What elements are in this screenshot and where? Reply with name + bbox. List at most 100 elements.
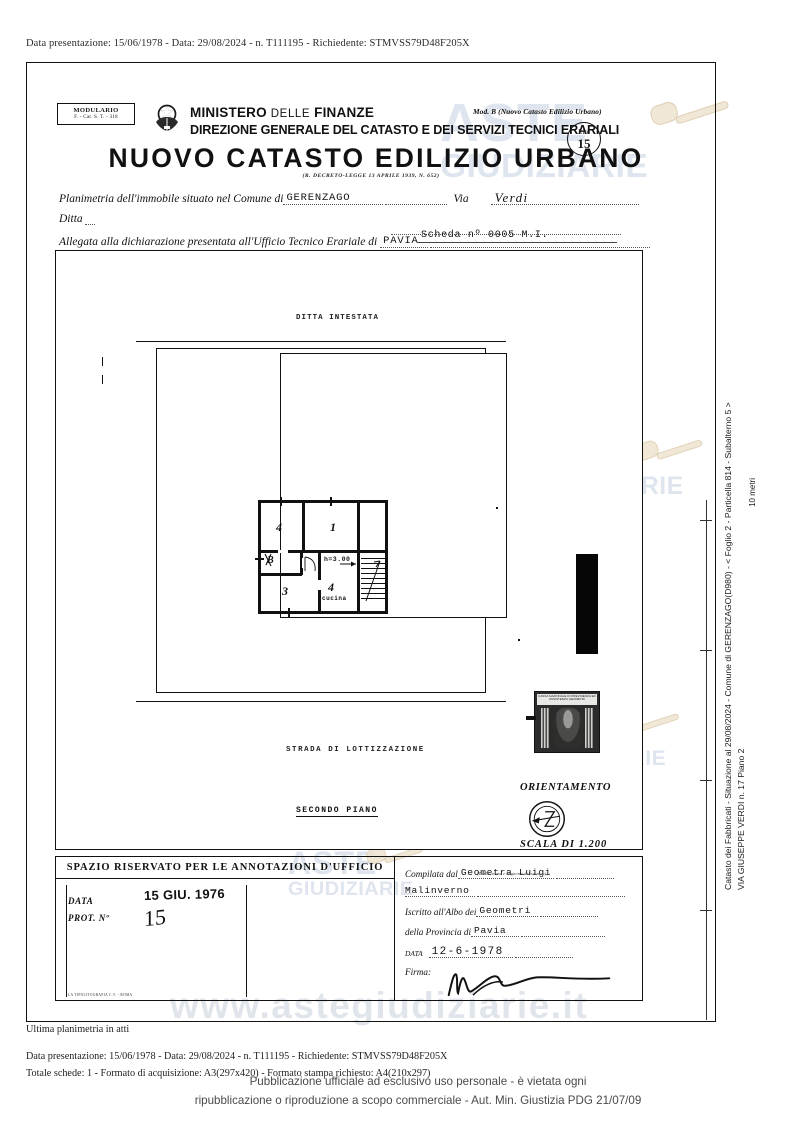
scheda-number: Scheda nº 0005 M.I. (417, 230, 617, 243)
mod-b-label: Mod. B (Nuovo Catasto Edilizio Urbano) (473, 107, 602, 116)
orientamento-label: ORIENTAMENTO (520, 782, 612, 793)
geometri-seal-stamp: CASSA NAZIONALE DI PREVIDENZA ED ASSISTE… (534, 691, 600, 753)
door-gap-3 (278, 550, 288, 553)
piano-label: SECONDO PIANO (296, 806, 378, 817)
ministry-title: MINISTERO DELLE FINANZE (190, 105, 619, 120)
footer-block: Ultima planimetria in atti Data presenta… (26, 1021, 447, 1082)
compiled-row-3: Iscritto all'Albo dei Geometri (405, 905, 600, 917)
bagno-fixture-icon (264, 553, 272, 567)
form-row-ditta: Ditta (59, 213, 97, 225)
via-value: Verdi (490, 191, 577, 205)
provincia-label: della Provincia di (405, 927, 471, 937)
stray-mark-2 (518, 639, 520, 641)
redaction-bar (576, 554, 598, 654)
prot-number-handwritten: 15 (144, 903, 166, 932)
side-scale-tick (700, 780, 712, 781)
guide-line-bottom (136, 701, 506, 702)
ministry-word-ministero: MINISTERO (190, 105, 267, 120)
window-tick-top-1 (280, 497, 282, 506)
tick-left-bottom (102, 375, 103, 384)
annotations-divider (56, 878, 394, 879)
planimetria-label: Planimetria dell'immobile situato nel Co… (59, 193, 284, 205)
seal-column-left (541, 708, 549, 748)
compiled-by-box: Compilata dal Geometra Luigi (Titolo, no… (395, 856, 643, 1001)
plan-wall-bottom (258, 611, 388, 614)
signature-mark (447, 973, 611, 997)
stair-tread (361, 583, 385, 584)
dimension-arrow-icon (340, 561, 356, 567)
side-scale-note: 10 metri (748, 478, 757, 507)
stray-mark-1 (496, 507, 498, 509)
lire-label: Lire (578, 127, 590, 136)
compiled-row-1: Compilata dal Geometra Luigi (405, 867, 616, 879)
apartment-plan: 4 1 3 4 cucina B h=3.00 (255, 497, 388, 617)
annotations-printer-note: LA TIPOLITOGRAFIA C.V. - ROMA (68, 993, 133, 997)
ditta-label: Ditta (59, 213, 83, 225)
stair-tread (361, 568, 385, 569)
stair-tread (361, 588, 385, 589)
door-gap-2 (318, 580, 321, 590)
plan-wall-top (258, 500, 388, 503)
footer-line-3: Totale schede: 1 - Formato di acquisizio… (26, 1068, 431, 1079)
room-number-4a: 4 (276, 520, 282, 534)
lire-value: 15 (577, 135, 591, 151)
iscritto-value: Geometri (476, 905, 539, 917)
ministry-heading: MINISTERO DELLE FINANZE DIREZIONE GENERA… (190, 105, 619, 137)
notice-line-2: ripubblicazione o riproduzione a scopo c… (194, 1094, 642, 1107)
compiled-data-value: 12-6-1978 (428, 946, 513, 958)
annotations-inner-rule (246, 885, 247, 997)
stair-tread (361, 573, 385, 574)
room-label-cucina: cucina (322, 595, 347, 602)
iscritto-label: Iscritto all'Albo dei (405, 907, 477, 917)
door-gap-1 (302, 558, 305, 568)
prot-label: PROT. Nº (68, 913, 110, 923)
form-row-planimetria: Planimetria dell'immobile situato nel Co… (59, 191, 641, 205)
annotations-field-labels: DATA PROT. Nº (68, 893, 109, 927)
window-tick-top-2 (330, 497, 332, 506)
italian-republic-emblem-icon (156, 104, 178, 131)
annotations-box: SPAZIO RISERVATO PER LE ANNOTAZIONI D'UF… (55, 856, 395, 1001)
data-label: DATA (68, 896, 94, 906)
provincia-value: Pavia (471, 925, 519, 937)
stair-direction-arrow-icon (365, 560, 381, 602)
form-row-allegata: Allegata alla dichiarazione presentata a… (59, 235, 652, 248)
compiled-row-5: DATA 12-6-1978 (405, 946, 575, 958)
compiled-row-4: della Provincia di Pavia (405, 925, 607, 937)
seal-pointer-mark (526, 716, 536, 720)
document-frame: MODULARIO F. - Cat. S. T. - 318 MINISTER… (26, 62, 716, 1022)
comune-value: GERENZAGO (283, 192, 384, 205)
room-number-4b: 4 (328, 580, 334, 594)
plan-wall-bath-bottom (258, 573, 302, 576)
plan-wall-stair-topright (357, 500, 360, 550)
footer-line-2: Data presentazione: 15/06/1978 - Data: 2… (26, 1051, 448, 1062)
plan-wall-stair-left (357, 550, 360, 614)
seal-caption: CASSA NAZIONALE DI PREVIDENZA ED ASSISTE… (537, 694, 597, 705)
window-tick-bottom-1 (288, 608, 290, 617)
building-outline-rect (280, 353, 507, 618)
ditta-value-line (391, 223, 621, 235)
room-number-1: 1 (330, 520, 336, 534)
ministry-subtitle: DIREZIONE GENERALE DEL CATASTO E DEI SER… (190, 123, 620, 137)
page-title: NUOVO CATASTO EDILIZIO URBANO (108, 143, 644, 173)
height-note-label: h=3.00 (324, 556, 351, 563)
tick-left-top (102, 357, 103, 366)
publication-notice: Pubblicazione ufficiale ad esclusivo uso… (0, 1072, 800, 1110)
annotations-title: SPAZIO RISERVATO PER LE ANNOTAZIONI D'UF… (66, 862, 384, 873)
room-number-3: 3 (282, 584, 288, 598)
plan-wall-v-mid (302, 500, 305, 552)
notice-line-1: Pubblicazione ufficiale ad esclusivo uso… (249, 1075, 587, 1088)
side-scale-tick (700, 650, 712, 651)
seal-column-right (585, 708, 593, 748)
office-date-stamp: 15 GIU. 1976 (143, 885, 226, 904)
compiled-data-label: DATA (405, 949, 423, 958)
plan-wall-right (385, 500, 388, 614)
ministry-word-delle: DELLE (270, 108, 311, 120)
stair-tread (361, 563, 385, 564)
side-vertical-line-1: Catasto dei Fabbricati - Situazione al 2… (723, 402, 733, 890)
footer-line-1: Ultima planimetria in atti (26, 1024, 130, 1035)
seal-figure (553, 708, 583, 748)
annotations-inner-left-rule (66, 885, 67, 997)
compilata-sublabel: (Titolo, nome e cognome del tecnico) (477, 871, 547, 876)
surname-value: Malinverno (405, 885, 475, 897)
side-scale-tick (700, 520, 712, 521)
